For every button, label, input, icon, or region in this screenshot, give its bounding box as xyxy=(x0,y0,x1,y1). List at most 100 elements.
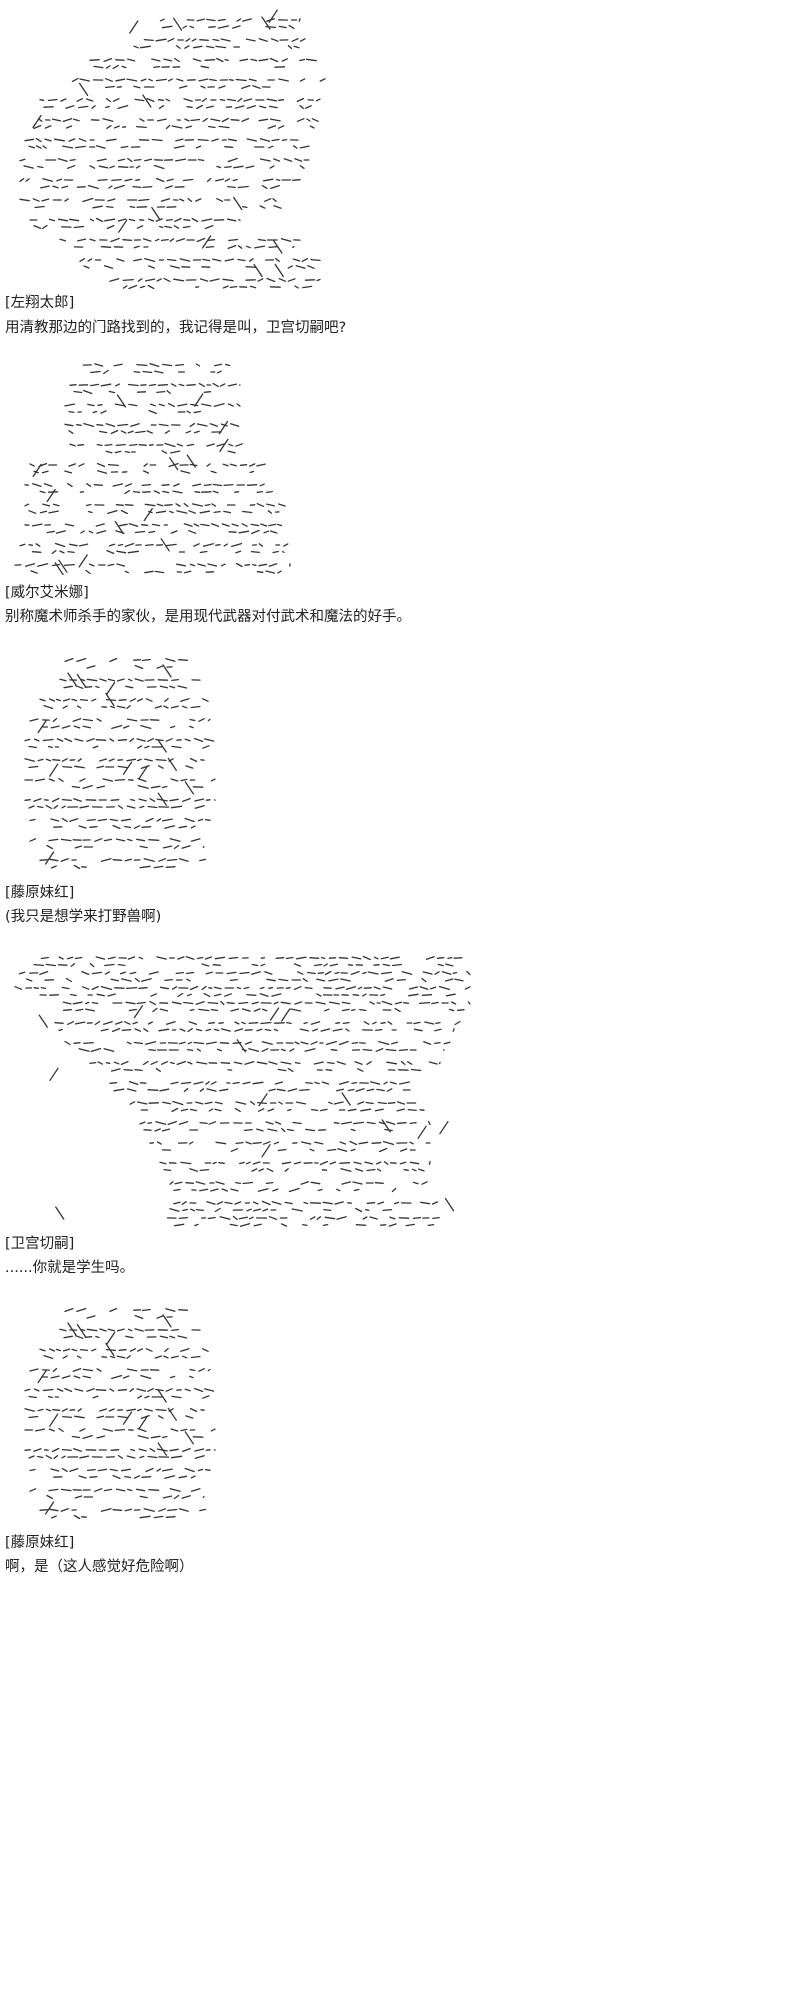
art-stroke xyxy=(424,1021,435,1025)
art-stroke xyxy=(126,1408,137,1412)
art-stroke xyxy=(129,698,137,702)
art-stroke xyxy=(85,98,94,102)
art-stroke xyxy=(412,1181,419,1185)
art-stroke xyxy=(143,858,155,862)
art-stroke xyxy=(192,45,203,49)
art-stroke xyxy=(159,225,164,229)
art-stroke xyxy=(112,98,120,102)
art-stroke xyxy=(310,1181,321,1185)
art-stroke xyxy=(182,225,191,229)
art-stroke xyxy=(124,858,133,862)
art-stroke xyxy=(242,18,252,22)
art-stroke xyxy=(221,1188,229,1192)
art-stroke xyxy=(277,125,285,129)
art-stroke xyxy=(314,1141,324,1145)
art-stroke xyxy=(74,1021,86,1025)
art-stroke xyxy=(139,845,148,849)
art-stroke xyxy=(110,799,120,801)
art-stroke xyxy=(197,818,204,822)
art-stroke xyxy=(109,818,118,822)
art-stroke xyxy=(224,363,231,367)
art-stroke xyxy=(258,58,269,62)
art-stroke xyxy=(235,562,243,568)
art-stroke xyxy=(193,430,200,434)
art-stroke xyxy=(149,1448,156,1452)
art-stroke xyxy=(383,1161,389,1165)
art-stroke xyxy=(82,1368,94,1372)
art-stroke xyxy=(47,745,53,749)
art-stroke xyxy=(140,764,150,770)
art-stroke xyxy=(115,78,126,82)
art-stroke xyxy=(62,698,71,702)
art-stroke xyxy=(106,138,117,142)
art-stroke xyxy=(224,178,231,182)
art-stroke xyxy=(268,987,274,989)
art-stroke xyxy=(89,1476,98,1478)
art-stroke xyxy=(273,240,283,254)
art-stroke xyxy=(224,1201,233,1205)
art-stroke xyxy=(85,503,92,507)
art-stroke xyxy=(100,1028,109,1032)
art-stroke xyxy=(295,1101,307,1105)
art-stroke xyxy=(177,956,185,960)
art-stroke xyxy=(232,25,241,29)
art-stroke xyxy=(165,866,176,868)
art-stroke xyxy=(170,705,179,709)
art-stroke xyxy=(116,258,125,262)
art-stroke xyxy=(67,1021,75,1025)
art-stroke xyxy=(187,1027,193,1033)
art-stroke xyxy=(220,1028,231,1032)
art-stroke xyxy=(208,1022,216,1024)
art-stroke xyxy=(96,462,106,468)
art-stroke xyxy=(210,1081,217,1085)
art-stroke xyxy=(173,1201,181,1205)
art-stroke xyxy=(139,1515,151,1519)
art-stroke xyxy=(234,1021,240,1025)
art-stroke xyxy=(163,1355,169,1359)
scene-1: [左翔太郎] 用清教那边的门路找到的，我记得是叫，卫宫切嗣吧? xyxy=(0,0,804,340)
art-stroke xyxy=(78,1475,87,1479)
art-stroke xyxy=(258,543,264,547)
art-stroke xyxy=(198,1368,205,1372)
art-stroke xyxy=(181,705,188,709)
art-stroke xyxy=(79,805,90,809)
art-stroke xyxy=(18,971,26,975)
art-stroke xyxy=(165,738,173,742)
art-stroke xyxy=(145,1467,154,1473)
art-stroke xyxy=(341,1001,351,1005)
art-stroke xyxy=(64,423,74,427)
art-stroke xyxy=(263,530,270,534)
art-stroke xyxy=(164,504,173,506)
art-stroke xyxy=(452,1028,455,1032)
art-stroke xyxy=(257,238,266,242)
art-stroke xyxy=(73,225,85,229)
art-stroke xyxy=(169,1448,179,1452)
art-stroke xyxy=(189,25,195,29)
art-stroke xyxy=(158,423,169,427)
art-stroke xyxy=(175,158,187,162)
art-stroke xyxy=(156,665,164,669)
art-stroke xyxy=(355,1168,364,1172)
art-stroke xyxy=(133,158,142,162)
art-stroke xyxy=(235,550,242,554)
art-stroke xyxy=(96,1415,105,1419)
art-stroke xyxy=(171,1395,182,1399)
art-stroke xyxy=(178,858,189,862)
art-stroke xyxy=(197,563,206,567)
art-stroke xyxy=(24,758,35,762)
art-stroke xyxy=(43,704,54,710)
art-stroke xyxy=(170,1081,179,1085)
art-stroke xyxy=(341,1092,351,1106)
art-stroke xyxy=(157,739,167,753)
art-stroke xyxy=(33,987,40,989)
art-stroke xyxy=(104,78,113,82)
art-stroke xyxy=(151,58,161,62)
art-stroke xyxy=(214,1207,221,1213)
art-stroke xyxy=(114,383,121,387)
art-stroke xyxy=(24,738,31,742)
art-stroke xyxy=(184,1431,194,1445)
art-stroke xyxy=(317,1188,323,1192)
art-stroke xyxy=(100,985,113,991)
art-stroke xyxy=(389,1216,396,1220)
art-stroke xyxy=(224,146,234,148)
